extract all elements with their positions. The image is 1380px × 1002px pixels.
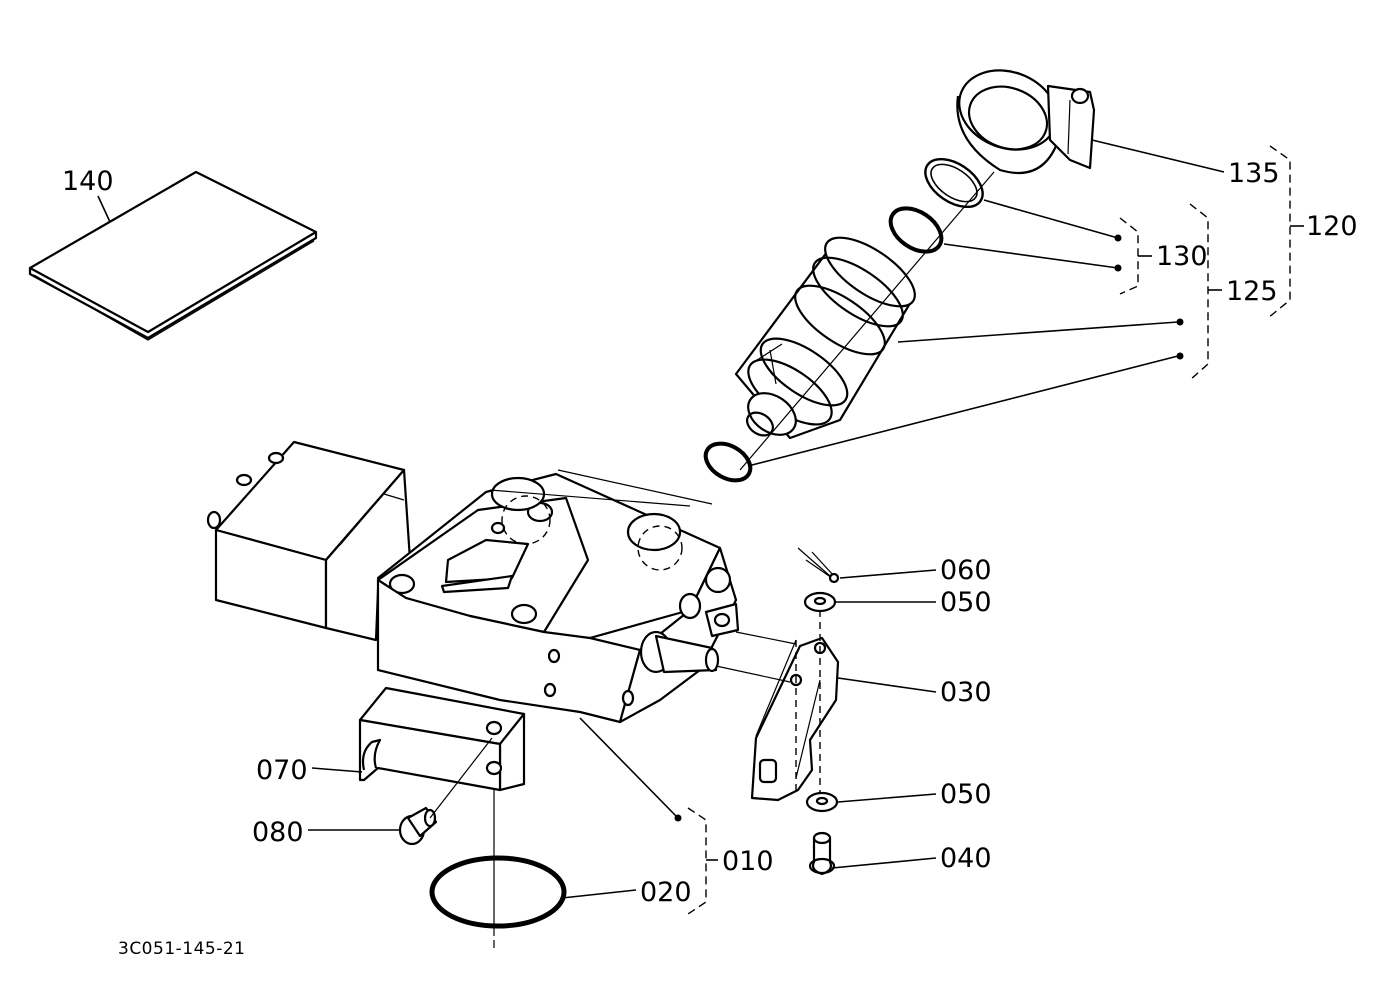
clamp-part (956, 69, 1096, 175)
callout-060: 060 (940, 555, 992, 586)
callout-080: 080 (252, 817, 304, 848)
washer-part-upper (803, 591, 837, 613)
callout-050-upper: 050 (940, 587, 992, 618)
callout-040: 040 (940, 843, 992, 874)
valve-body-part (206, 440, 740, 724)
callout-020: 020 (640, 877, 692, 908)
callout-030: 030 (940, 677, 992, 708)
callout-labels: 140 135 130 125 120 060 050 030 050 040 … (62, 158, 1358, 959)
callout-135: 135 (1228, 158, 1280, 189)
o-ring-part-upper (888, 206, 944, 254)
callout-125: 125 (1226, 276, 1278, 307)
o-ring-part-lower (703, 441, 753, 483)
bracket-part (358, 686, 526, 792)
cotter-pin-part (797, 547, 840, 584)
callout-120: 120 (1306, 211, 1358, 242)
large-o-ring-part (429, 788, 567, 948)
callout-140: 140 (62, 166, 114, 197)
drawing-reference-code: 3C051-145-21 (118, 939, 245, 959)
backup-ring-part (924, 157, 984, 209)
callout-010: 010 (722, 846, 774, 877)
bolt-part (398, 737, 493, 846)
group-brackets (687, 145, 1304, 915)
washer-part-lower (805, 791, 839, 813)
callout-050-lower: 050 (940, 779, 992, 810)
leader-lines (97, 139, 1225, 899)
callout-070: 070 (256, 755, 308, 786)
valve-cartridge-part (734, 236, 916, 440)
arm-part (715, 610, 840, 802)
pin-part (808, 831, 836, 876)
callout-130: 130 (1156, 241, 1208, 272)
center-lines (489, 171, 995, 507)
manual-document-part (28, 170, 318, 341)
